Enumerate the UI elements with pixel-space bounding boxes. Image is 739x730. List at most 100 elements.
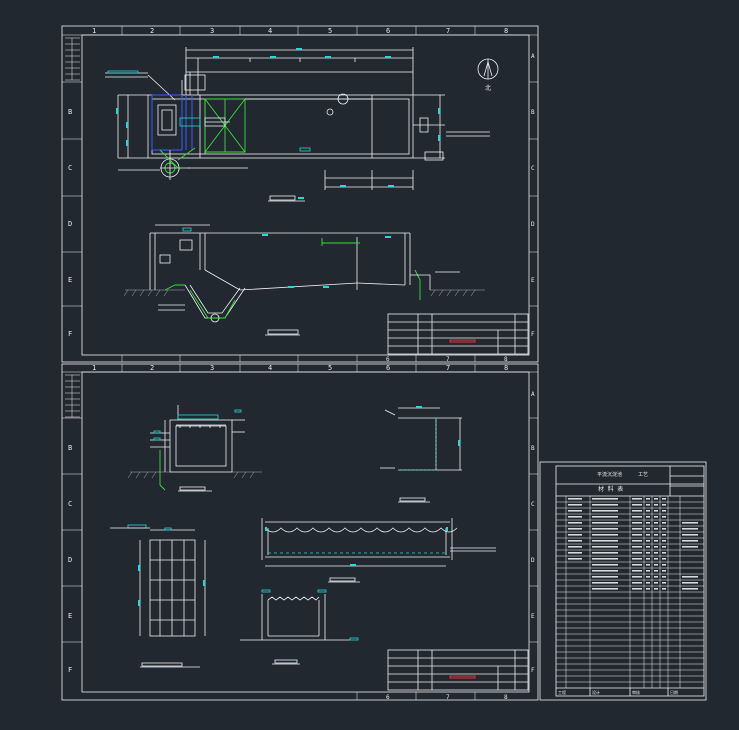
plan-view xyxy=(105,47,490,202)
sheet-1-bottom-ruler: 6 7 8 xyxy=(121,355,508,363)
bom-cell-mark xyxy=(632,576,642,578)
sheet-1-row-E: E xyxy=(68,276,72,284)
bom-cell-mark xyxy=(662,528,666,530)
bom-cell-mark xyxy=(654,498,658,500)
sheet-2-col-6: 6 xyxy=(386,364,390,372)
bom-cell-mark xyxy=(654,522,658,524)
sheet-2-right-row-B: B xyxy=(531,445,535,452)
sheet-1-bottom-col-7: 7 xyxy=(446,356,450,363)
sheet-2-right-row-E: E xyxy=(531,613,535,620)
weir-plate-title xyxy=(399,497,426,502)
sheet-1-right-row-F: F xyxy=(531,331,535,338)
sheet-2-row-C: C xyxy=(68,500,72,508)
bom-cell-mark xyxy=(632,582,642,584)
bom-cell-mark xyxy=(632,558,642,560)
bom-cell-mark xyxy=(662,564,666,566)
bom-cell-mark xyxy=(592,522,618,524)
bom-cell-mark xyxy=(646,534,650,536)
bom-cell-mark xyxy=(592,516,618,518)
bom-cell-mark xyxy=(632,528,642,530)
sheet-2-col-1: 1 xyxy=(92,364,96,372)
sheet-1-title-block xyxy=(387,313,529,355)
bom-cell-mark xyxy=(592,564,618,566)
sheet-2-left-ruler: B C D E F xyxy=(62,374,82,674)
bom-header-left: 平流沉淀池 xyxy=(597,471,622,478)
sheet-1-bottom-col-8: 8 xyxy=(504,356,508,363)
bom-cell-mark xyxy=(646,558,650,560)
sheet-2-bottom-col-7: 7 xyxy=(446,694,450,701)
dim-text-overall xyxy=(296,48,302,50)
sheet-1-right-ruler: A B C D E F xyxy=(529,53,538,338)
bom-cell-mark xyxy=(592,588,618,590)
bom-cell-mark xyxy=(654,540,658,542)
inlet-channel-title xyxy=(179,486,206,491)
bom-cell-mark xyxy=(662,546,666,548)
bom-cell-mark xyxy=(646,504,650,506)
sheet-1-col-2: 2 xyxy=(150,27,154,35)
sheet-1-col-7: 7 xyxy=(446,27,450,35)
bom-cell-mark xyxy=(654,528,658,530)
bom-cell-mark xyxy=(662,588,666,590)
bom-cell-mark xyxy=(592,540,618,542)
sheet-2-row-E: E xyxy=(68,612,72,620)
bom-cell-mark xyxy=(568,546,582,548)
bom-cell-mark xyxy=(654,504,658,506)
bom-cell-mark xyxy=(662,522,666,524)
sheet-1: 1 2 3 4 5 6 7 8 6 7 8 xyxy=(61,25,539,363)
weir-plate-detail xyxy=(380,406,462,503)
bom-cell-mark xyxy=(682,588,698,590)
sludge-pit-section xyxy=(240,589,359,665)
bom-cell-mark xyxy=(654,582,658,584)
bom-cell-mark xyxy=(682,534,698,536)
bom-cell-mark xyxy=(592,498,618,500)
bom-cell-mark xyxy=(646,570,650,572)
bom-cell-mark xyxy=(632,516,642,518)
north-arrow: 北 xyxy=(477,58,499,92)
bom-cell-mark xyxy=(568,522,582,524)
bom-cell-mark xyxy=(654,510,658,512)
sheet-2-outer-border xyxy=(61,363,539,701)
sheet-1-inner-border xyxy=(81,34,530,356)
bom-cell-mark xyxy=(632,540,642,542)
bom-cell-mark xyxy=(632,534,642,536)
perforated-wall-title xyxy=(141,662,183,667)
bom-cell-mark xyxy=(632,498,642,500)
sheet-1-right-row-A: A xyxy=(531,53,535,60)
bom-cell-mark xyxy=(662,552,666,554)
bom-cell-mark xyxy=(632,570,642,572)
bom-cell-mark xyxy=(654,516,658,518)
section-view-title xyxy=(267,329,299,335)
sheet-2-right-row-F: F xyxy=(531,667,535,674)
bom-cell-mark xyxy=(592,582,618,584)
bom-cell-mark xyxy=(682,540,698,542)
bom-cell-mark xyxy=(682,522,698,524)
bom-cell-mark xyxy=(568,552,582,554)
bom-cell-mark xyxy=(632,504,642,506)
bom-cell-mark xyxy=(568,534,582,536)
bom-cell-mark xyxy=(592,546,618,548)
bom-cell-mark xyxy=(654,588,658,590)
bom-cell-mark xyxy=(568,498,582,500)
sheet-2-title-block xyxy=(387,649,529,691)
section-view xyxy=(123,224,485,336)
sheet-1-top-ruler: 1 2 3 4 5 6 7 8 xyxy=(62,26,538,36)
sheet-2-col-7: 7 xyxy=(446,364,450,372)
bom-cell-mark xyxy=(662,510,666,512)
bom-cell-mark xyxy=(632,510,642,512)
sheet-2-bottom-col-8: 8 xyxy=(504,694,508,701)
bom-cell-mark xyxy=(646,546,650,548)
sheet-1-col-8: 8 xyxy=(504,27,508,35)
bom-cell-mark xyxy=(654,534,658,536)
sheet-2-right-row-C: C xyxy=(531,501,535,508)
bom-cell-mark xyxy=(654,546,658,548)
sheet-1-col-5: 5 xyxy=(328,27,332,35)
bom-cell-mark xyxy=(592,558,618,560)
bom-cell-mark xyxy=(592,504,618,506)
bom-footer-c: 审核 xyxy=(632,689,640,695)
sheet-2-right-ruler: A B C D E F xyxy=(529,391,538,674)
sheet-1-col-3: 3 xyxy=(210,27,214,35)
sheet-2-col-4: 4 xyxy=(268,364,272,372)
inlet-channel-detail xyxy=(127,405,262,492)
perforated-wall-elevation xyxy=(110,524,206,668)
sheet-1-left-ruler: B C D E F xyxy=(62,37,82,338)
